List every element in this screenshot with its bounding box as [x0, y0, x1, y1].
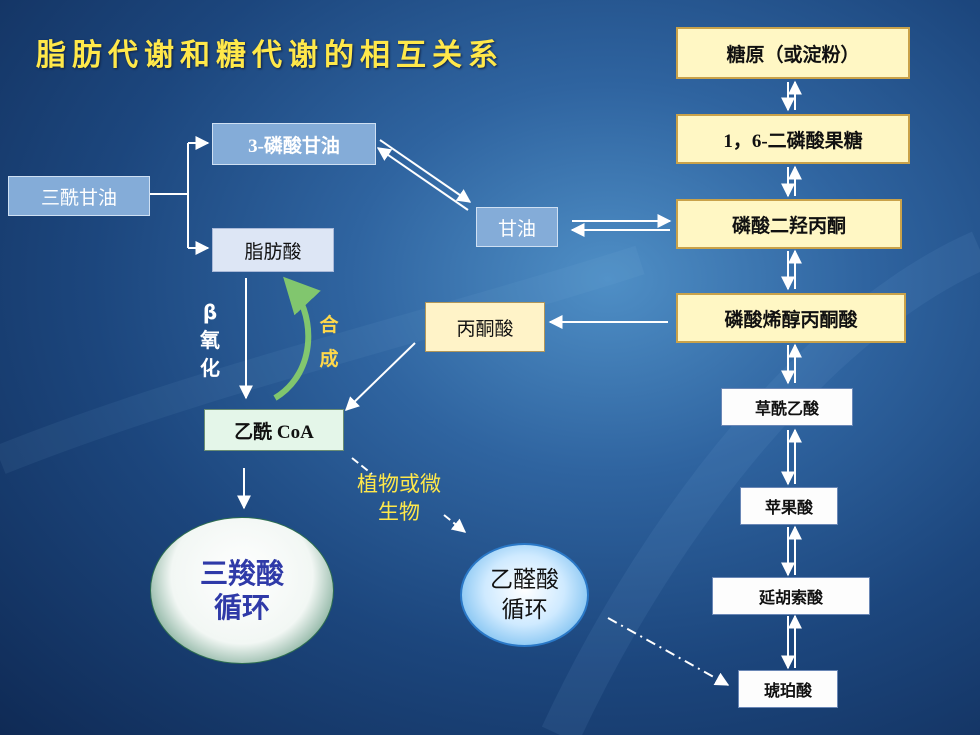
- triglyceride-box: 三酰甘油: [8, 176, 150, 216]
- sugar-chain-succinate: 琥珀酸: [738, 670, 838, 708]
- synthesis-curved-arrow: [273, 276, 321, 401]
- sugar-chain-pep: 磷酸烯醇丙酮酸: [676, 293, 906, 343]
- sugar-chain-oxaloacetate: 草酰乙酸: [721, 388, 853, 426]
- glycerol-phosphate-glycerol-arrows: [376, 139, 472, 211]
- triglyceride-split-bracket: [150, 136, 210, 255]
- glyoxylate-cycle: 乙醛酸 循环: [460, 543, 589, 647]
- sugar-chain-fumarate: 延胡索酸: [712, 577, 870, 615]
- sugar-chain-malate: 苹果酸: [740, 487, 838, 525]
- sugar-chain-arrows: [781, 80, 802, 670]
- glycerol-3-phosphate-box: 3-磷酸甘油: [212, 123, 376, 165]
- acetyl-coa-box: 乙酰 CoA: [204, 409, 344, 451]
- sugar-chain-fructose-bisphosphate: 1，6-二磷酸果糖: [676, 114, 910, 164]
- sugar-chain-dhap: 磷酸二羟丙酮: [676, 199, 902, 249]
- sugar-chain-glycogen: 糖原（或淀粉）: [676, 27, 910, 79]
- glycerol-dhap-arrows: [570, 214, 672, 237]
- slide-title: 脂肪代谢和糖代谢的相互关系: [36, 38, 504, 73]
- tca-cycle: 三羧酸 循环: [150, 517, 334, 664]
- pyruvate-box: 丙酮酸: [425, 302, 545, 352]
- plant-microorganism-label: 植物或微 生物: [357, 472, 441, 524]
- acetylcoa-glyoxylate-dash-1: [351, 457, 373, 475]
- glyoxylate-to-succinate-arrow: [607, 617, 730, 686]
- acetylcoa-glyoxylate-dash-2: [443, 514, 467, 533]
- beta-oxidation-label: β 氧 化: [200, 300, 220, 380]
- pyruvate-to-acetylcoa-arrow: [344, 342, 416, 411]
- glycerol-box: 甘油: [476, 207, 558, 247]
- synthesis-label: 合 成: [319, 314, 339, 370]
- fatty-acid-box: 脂肪酸: [212, 228, 334, 272]
